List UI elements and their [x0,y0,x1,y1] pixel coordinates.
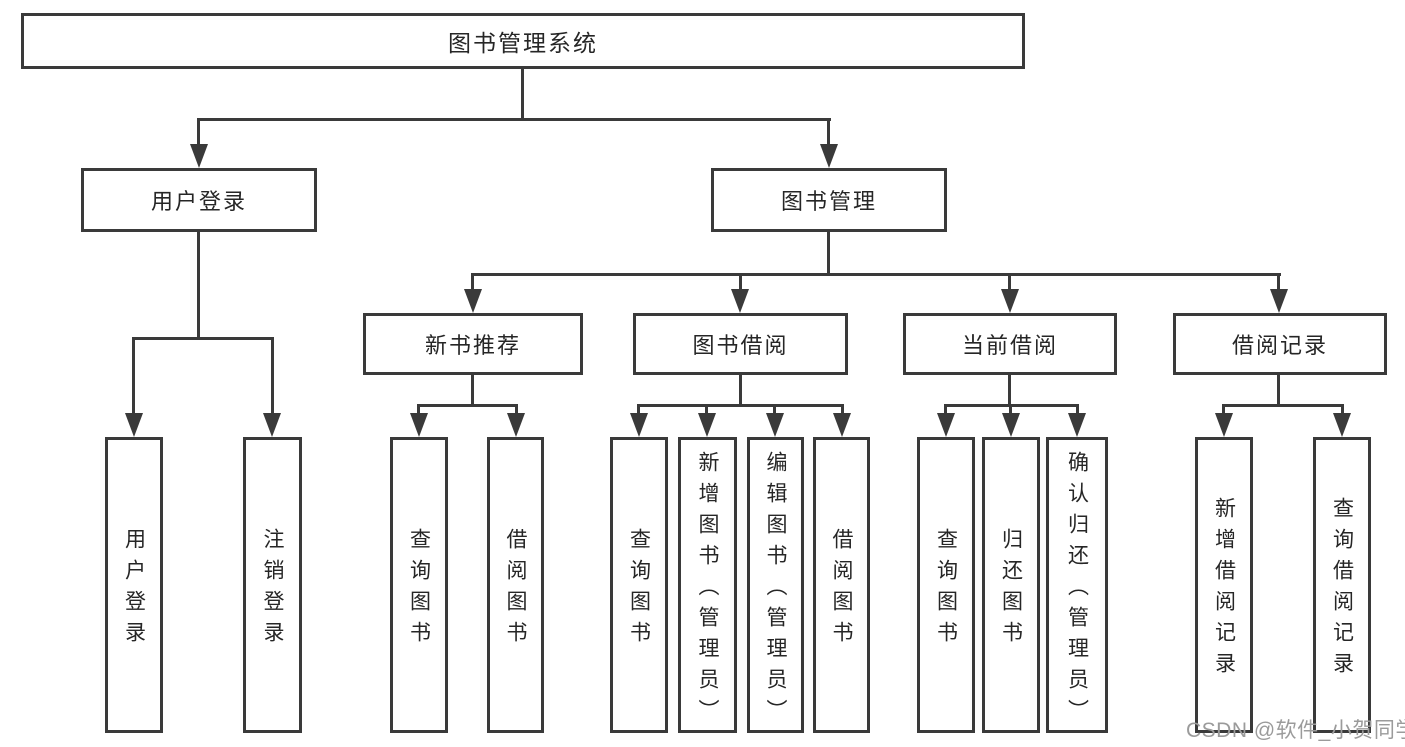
leaf-cb-confirm-return-admin: 确认归还（管理员） [1046,437,1108,733]
node-user-login: 用户登录 [81,168,317,232]
connector-line [1277,273,1280,293]
leaf-br-query-borrow-record: 查询借阅记录 [1313,437,1371,733]
connector-line [637,404,844,407]
connector-line [197,232,200,340]
node-label: 编辑图书（管理员） [764,450,788,730]
node-library-system: 图书管理系统 [21,13,1025,69]
arrow-down-icon [1333,413,1351,437]
connector-line [132,337,135,415]
connector-line [417,404,420,416]
arrow-down-icon [410,413,428,437]
node-label: 图书借阅 [692,333,789,358]
node-label: 注销登录 [261,528,285,652]
node-label: 查询图书 [627,528,651,652]
leaf-br-add-borrow-record: 新增借阅记录 [1195,437,1253,733]
leaf-cb-return-books: 归还图书 [982,437,1040,733]
connector-line [197,118,200,148]
connector-line [515,404,518,416]
node-label: 新增借阅记录 [1212,497,1236,683]
node-label: 借阅图书 [504,528,528,652]
node-label: 查询图书 [934,528,958,652]
node-label: 新书推荐 [424,333,521,358]
arrow-down-icon [1068,413,1086,437]
arrow-down-icon [507,413,525,437]
node-label: 图书管理 [780,189,877,214]
connector-line [1008,375,1011,407]
arrow-down-icon [125,413,143,437]
connector-line [271,337,274,415]
connector-line [827,232,830,276]
arrow-down-icon [698,413,716,437]
arrow-down-icon [1215,413,1233,437]
arrow-down-icon [1002,413,1020,437]
connector-line [827,118,830,148]
arrow-down-icon [937,413,955,437]
connector-line [132,337,274,340]
arrow-down-icon [833,413,851,437]
node-current-borrowing: 当前借阅 [903,313,1117,375]
connector-line [944,404,947,416]
node-label: 查询图书 [407,528,431,652]
connector-line [1076,404,1079,416]
connector-line [773,404,776,416]
connector-line [739,273,742,293]
node-label: 查询借阅记录 [1330,497,1354,683]
node-label: 归还图书 [999,528,1023,652]
leaf-bb-borrow-books: 借阅图书 [813,437,870,733]
arrow-down-icon [820,144,838,168]
leaf-logout: 注销登录 [243,437,302,733]
leaf-bb-add-books-admin: 新增图书（管理员） [678,437,737,733]
watermark: CSDN @软件_小贺同学 [1186,719,1405,742]
arrow-down-icon [263,413,281,437]
arrow-down-icon [731,289,749,313]
node-label: 用户登录 [122,528,146,652]
node-label: 图书管理系统 [448,30,598,56]
connector-line [471,273,474,293]
arrow-down-icon [190,144,208,168]
node-label: 借阅图书 [830,528,854,652]
leaf-user-login: 用户登录 [105,437,163,733]
connector-line [1008,273,1011,293]
node-new-book-recommend: 新书推荐 [363,313,583,375]
arrow-down-icon [1270,289,1288,313]
node-label: 新增图书（管理员） [696,450,720,730]
node-label: 用户登录 [150,189,247,214]
leaf-nbr-borrow-books: 借阅图书 [487,437,544,733]
connector-line [1009,404,1012,416]
connector-line [637,404,640,416]
connector-line [1277,375,1280,407]
node-borrowing-records: 借阅记录 [1173,313,1387,375]
arrow-down-icon [630,413,648,437]
node-label: 当前借阅 [961,333,1058,358]
connector-line [471,375,474,407]
arrow-down-icon [464,289,482,313]
connector-line [521,69,524,120]
leaf-bb-query-books: 查询图书 [610,437,668,733]
connector-line [197,118,831,121]
leaf-cb-query-books: 查询图书 [917,437,975,733]
node-label: 确认归还（管理员） [1065,450,1089,730]
connector-line [841,404,844,416]
connector-line [705,404,708,416]
leaf-nbr-query-books: 查询图书 [390,437,448,733]
node-label: 借阅记录 [1231,333,1328,358]
node-book-management: 图书管理 [711,168,947,232]
connector-line [739,375,742,407]
connector-line [1222,404,1225,416]
connector-line [417,404,518,407]
connector-line [1222,404,1344,407]
node-book-borrowing: 图书借阅 [633,313,848,375]
arrow-down-icon [1001,289,1019,313]
arrow-down-icon [766,413,784,437]
connector-line [471,273,1281,276]
leaf-bb-edit-books-admin: 编辑图书（管理员） [747,437,804,733]
connector-line [1341,404,1344,416]
